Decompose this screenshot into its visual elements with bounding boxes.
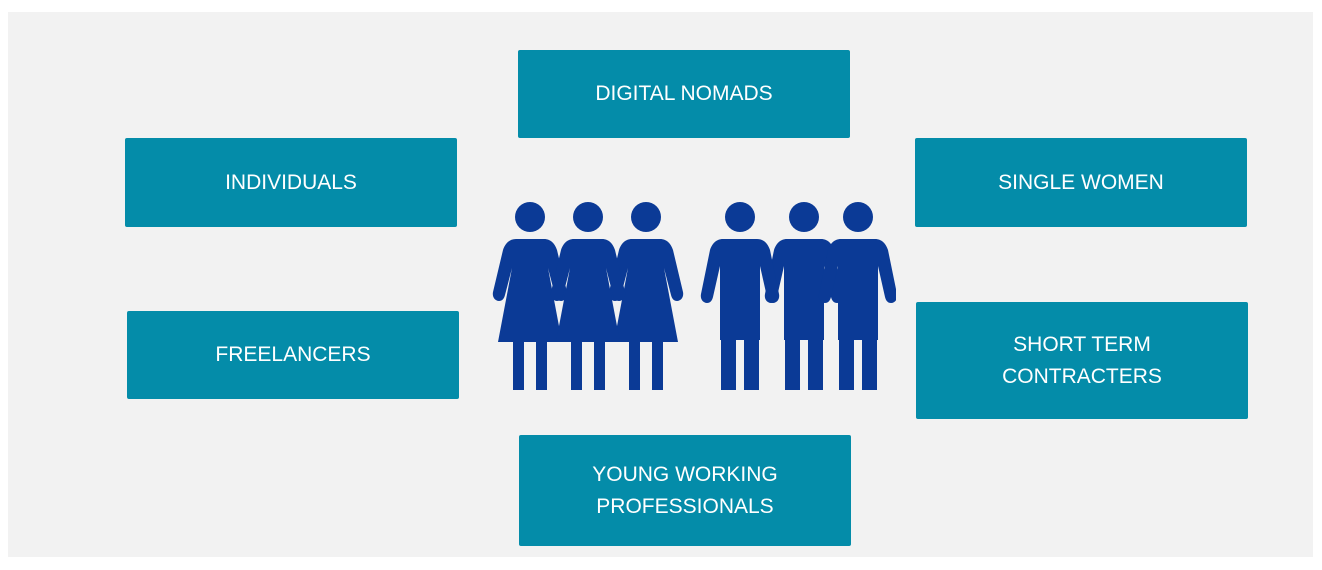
segment-label: INDIVIDUALS: [225, 170, 357, 194]
segment-label: FREELANCERS: [215, 343, 371, 366]
man-figure-icon: [818, 202, 896, 390]
segment-label-line1: YOUNG WORKING: [592, 462, 778, 486]
segment-freelancers: FREELANCERS: [127, 311, 459, 399]
segment-label: SINGLE WOMEN: [998, 170, 1164, 194]
man-figure-icon: [700, 202, 780, 390]
segment-single-women: SINGLE WOMEN: [915, 138, 1247, 227]
segment-individuals: INDIVIDUALS: [125, 138, 457, 227]
group-of-people-icon: [492, 202, 896, 390]
segment-young-working-professionals: YOUNG WORKING PROFESSIONALS: [519, 435, 851, 546]
woman-figure-icon: [550, 202, 626, 390]
segment-label: DIGITAL NOMADS: [595, 82, 773, 105]
segment-short-term-contracters: SHORT TERM CONTRACTERS: [916, 302, 1248, 419]
diagram-canvas: DIGITAL NOMADS INDIVIDUALS SINGLE WOMEN …: [8, 12, 1313, 557]
segment-digital-nomads: DIGITAL NOMADS: [518, 50, 850, 138]
segment-label-line2: CONTRACTERS: [1002, 364, 1162, 388]
segment-label-line2: PROFESSIONALS: [596, 494, 774, 518]
segment-label-line1: SHORT TERM: [1013, 332, 1151, 356]
